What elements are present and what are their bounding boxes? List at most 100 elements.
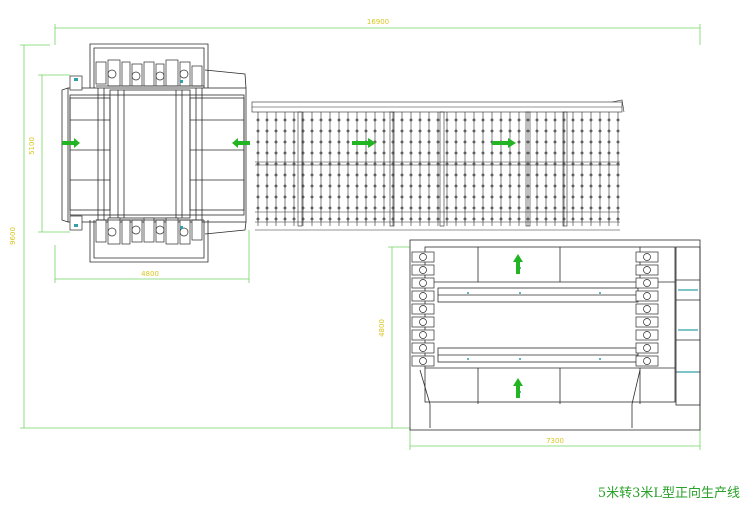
roller-wheel (274, 140, 278, 144)
roller-wheel (490, 206, 494, 210)
roller-wheel (490, 162, 494, 166)
roller-wheel (337, 129, 341, 133)
roller-wheel (418, 195, 422, 199)
roller-wheel (535, 118, 539, 122)
roller-wheel (472, 151, 476, 155)
roller-wheel (283, 129, 287, 133)
roller-wheel (526, 217, 530, 221)
roller-wheel (589, 151, 593, 155)
roller-wheel (499, 184, 503, 188)
roller-wheel (418, 217, 422, 221)
roller-wheel (463, 173, 467, 177)
roller-wheel (265, 206, 269, 210)
roller-wheel (463, 118, 467, 122)
conveyor-rollers (256, 111, 620, 227)
roller-wheel (454, 118, 458, 122)
roller-wheel (544, 129, 548, 133)
roller-wheel (256, 140, 260, 144)
roller-wheel (364, 151, 368, 155)
roller-wheel (517, 162, 521, 166)
roller-wheel (328, 118, 332, 122)
roller-wheel (490, 173, 494, 177)
roller-wheel (400, 151, 404, 155)
roller-wheel (589, 206, 593, 210)
roller-wheel (382, 184, 386, 188)
roller-wheel (616, 184, 620, 188)
roller-wheel (598, 162, 602, 166)
roller-wheel (616, 217, 620, 221)
roller-wheel (580, 140, 584, 144)
left-unit-arrows (62, 138, 250, 148)
roller-wheel (526, 118, 530, 122)
roller-wheel (418, 140, 422, 144)
roller-wheel (364, 118, 368, 122)
roller-wheel (616, 140, 620, 144)
roller-wheel (319, 206, 323, 210)
roller-wheel (544, 217, 548, 221)
roller-wheel (337, 173, 341, 177)
roller-wheel (400, 162, 404, 166)
roller-wheel (598, 217, 602, 221)
roller-wheel (508, 173, 512, 177)
roller-wheel (436, 151, 440, 155)
roller-wheel (292, 129, 296, 133)
roller-wheel (607, 162, 611, 166)
roller-wheel (373, 195, 377, 199)
roller-wheel (499, 151, 503, 155)
drive-wheel (643, 318, 651, 326)
roller-wheel (589, 173, 593, 177)
roller-wheel (607, 195, 611, 199)
roller-wheel (607, 151, 611, 155)
roller-wheel (328, 184, 332, 188)
roller-wheel (445, 162, 449, 166)
roller-wheel (274, 129, 278, 133)
roller-wheel (508, 162, 512, 166)
roller-wheel (589, 162, 593, 166)
roller-wheel (364, 162, 368, 166)
roller-wheel (256, 151, 260, 155)
roller-wheel (346, 195, 350, 199)
roller-wheel (355, 184, 359, 188)
roller-wheel (364, 195, 368, 199)
roller-wheel (553, 162, 557, 166)
roller-wheel (517, 184, 521, 188)
roller-wheel (580, 217, 584, 221)
roller-wheel (571, 206, 575, 210)
roller-wheel (607, 129, 611, 133)
roller-wheel (337, 217, 341, 221)
drawing-title: 5米转3米L型正向生产线 (597, 486, 740, 501)
roller-wheel (616, 195, 620, 199)
roller-wheel (256, 184, 260, 188)
right-arrow-icon (492, 138, 516, 148)
roller-wheel (598, 140, 602, 144)
roller-wheel (481, 118, 485, 122)
roller-wheel (445, 184, 449, 188)
roller-wheel (337, 206, 341, 210)
roller-wheel (409, 184, 413, 188)
roller-frame-post (297, 111, 303, 227)
roller-wheel (463, 195, 467, 199)
roller-wheel (517, 151, 521, 155)
left-unit-height-dimension: 5100 (28, 137, 36, 155)
roller-wheel (616, 118, 620, 122)
roller-wheel (400, 217, 404, 221)
roller-wheel (418, 118, 422, 122)
roller-wheel (355, 129, 359, 133)
right-arrow-icon (352, 138, 376, 148)
roller-wheel (427, 162, 431, 166)
roller-wheel (382, 195, 386, 199)
roller-wheel (463, 140, 467, 144)
roller-wheel (337, 151, 341, 155)
roller-wheel (400, 140, 404, 144)
roller-wheel (418, 184, 422, 188)
roller-wheel (310, 118, 314, 122)
roller-wheel (472, 118, 476, 122)
roller-wheel (364, 184, 368, 188)
roller-wheel (571, 118, 575, 122)
roller-wheel (337, 140, 341, 144)
roller-wheel (328, 140, 332, 144)
roller-wheel (436, 129, 440, 133)
roller-wheel (346, 151, 350, 155)
roller-wheel (526, 140, 530, 144)
